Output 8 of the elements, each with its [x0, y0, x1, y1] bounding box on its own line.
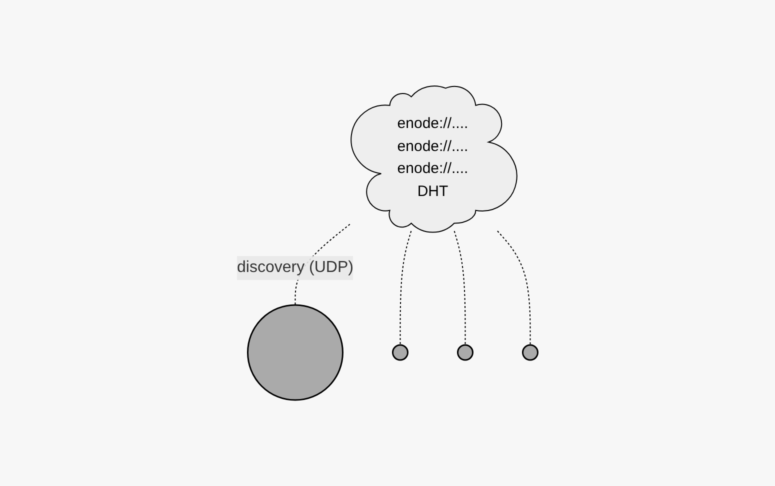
node-circle: [522, 344, 539, 361]
connector: [454, 230, 466, 346]
node-circle: [247, 304, 344, 401]
node-circle: [392, 344, 409, 361]
edge-label: discovery (UDP): [237, 259, 354, 276]
node-circle: [457, 344, 474, 361]
connector: [497, 230, 531, 346]
connector: [400, 230, 412, 346]
